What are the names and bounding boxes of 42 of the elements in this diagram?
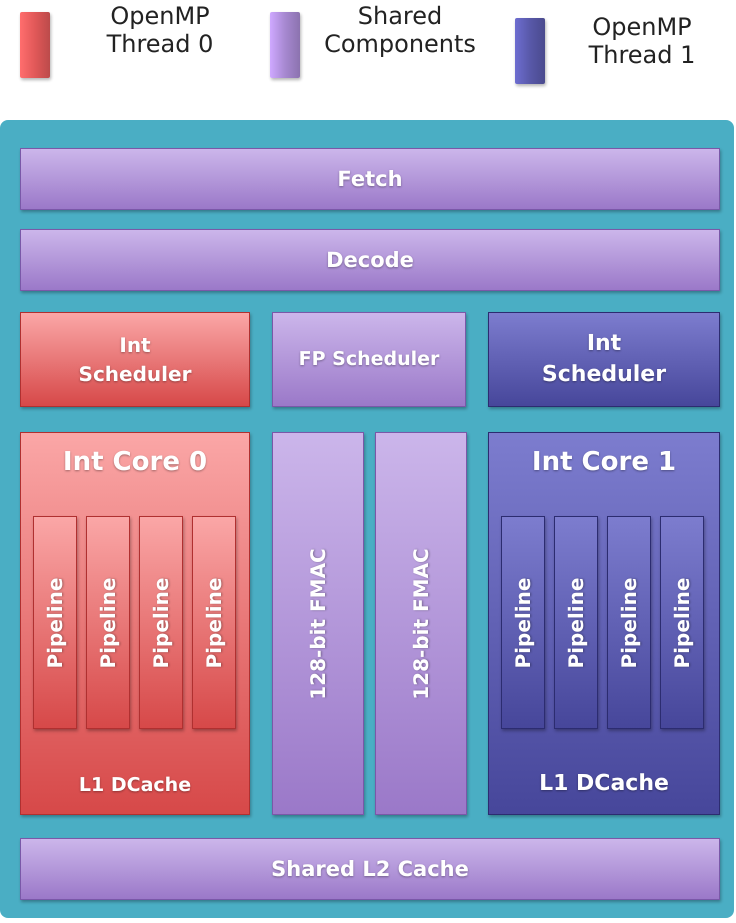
node-label: L1 DCache (538, 771, 670, 796)
legend-label: OpenMP Thread 1 (588, 14, 696, 70)
unit-bar (20, 148, 720, 210)
unit-column (192, 516, 236, 729)
node-label: Int Scheduler (540, 330, 668, 390)
node-label: Pipeline (617, 577, 641, 668)
unit-column (139, 516, 183, 729)
unit-column (33, 516, 77, 729)
node-label: 128-bit FMAC (409, 548, 433, 700)
core-block (488, 432, 720, 815)
unit-bar (20, 838, 720, 900)
legend-label: OpenMP Thread 0 (106, 3, 214, 58)
node-label: Pipeline (202, 577, 226, 668)
node-label: Decode (325, 248, 415, 272)
node-label: L1 DCache (78, 774, 192, 796)
node-label: Shared L2 Cache (270, 857, 470, 881)
legend-label: Shared Components (323, 3, 477, 58)
node-label: Pipeline (670, 577, 694, 668)
node-label: 128-bit FMAC (306, 548, 330, 700)
scheduler-block (488, 312, 720, 407)
unit-column (375, 432, 467, 815)
scheduler-block (272, 312, 466, 407)
unit-column (607, 516, 651, 729)
node-label: Pipeline (564, 577, 588, 668)
unit-bar (20, 229, 720, 291)
core-block (20, 432, 250, 815)
chip-panel (0, 120, 734, 918)
node-label: FP Scheduler (298, 346, 440, 372)
node-label: Int Scheduler (78, 332, 192, 388)
node-label: Int Core 1 (530, 447, 678, 477)
node-label: Pipeline (511, 577, 535, 668)
scheduler-block (20, 312, 250, 407)
node-label: Pipeline (149, 577, 173, 668)
unit-column (660, 516, 704, 729)
node-label: Pipeline (43, 577, 67, 668)
node-label: Int Core 0 (62, 447, 208, 477)
node-label: Fetch (336, 167, 404, 191)
unit-column (501, 516, 545, 729)
unit-column (554, 516, 598, 729)
unit-column (272, 432, 364, 815)
unit-column (86, 516, 130, 729)
node-label: Pipeline (96, 577, 120, 668)
